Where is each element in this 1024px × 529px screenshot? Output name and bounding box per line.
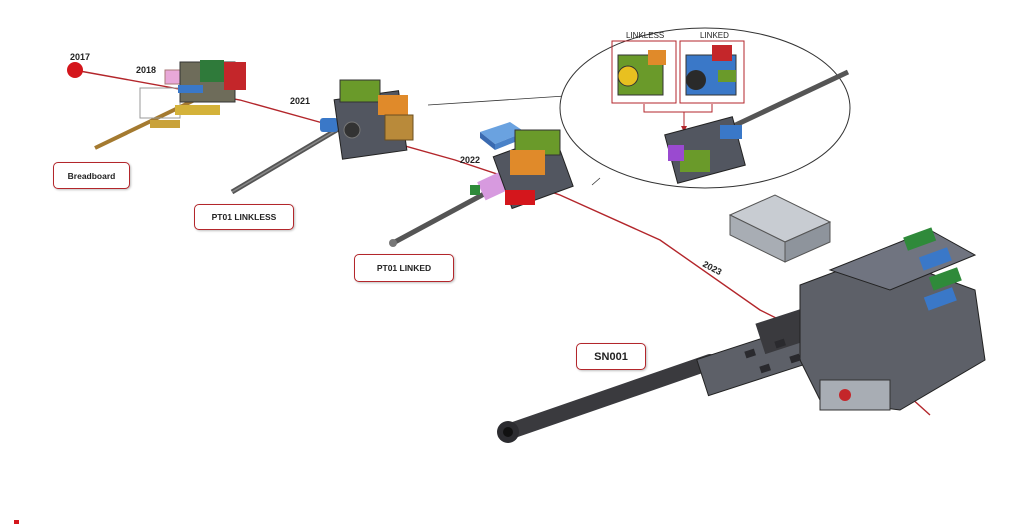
- electronics-chassis: [728, 194, 832, 263]
- timeline-start-dot: [67, 62, 83, 78]
- inset-linkless-label: LINKLESS: [626, 31, 664, 40]
- year-2023: 2023: [701, 259, 723, 277]
- year-2018: 2018: [136, 65, 156, 75]
- linked-linkless-inset: LINKLESS LINKED: [559, 27, 851, 189]
- year-2022: 2022: [460, 155, 480, 165]
- breadboard-model: [94, 60, 246, 150]
- year-2017: 2017: [70, 52, 90, 62]
- pt01-linkless-model: [230, 79, 414, 195]
- sn001-model: [497, 227, 986, 443]
- pt01-linked-model: [389, 129, 574, 247]
- stage-label-pt01-linked: PT01 LINKED: [354, 254, 454, 282]
- stage-label-sn001: SN001: [576, 343, 646, 370]
- inset-connector: [427, 95, 566, 106]
- stage-label-pt01-linkless: PT01 LINKLESS: [194, 204, 294, 230]
- inset-connector-2: [591, 177, 601, 186]
- year-2021: 2021: [290, 96, 310, 106]
- sn001-cable-connectors: [903, 227, 962, 311]
- corner-mark: [14, 520, 19, 524]
- stage-label-breadboard: Breadboard: [53, 162, 130, 189]
- inset-linked-label: LINKED: [700, 31, 729, 40]
